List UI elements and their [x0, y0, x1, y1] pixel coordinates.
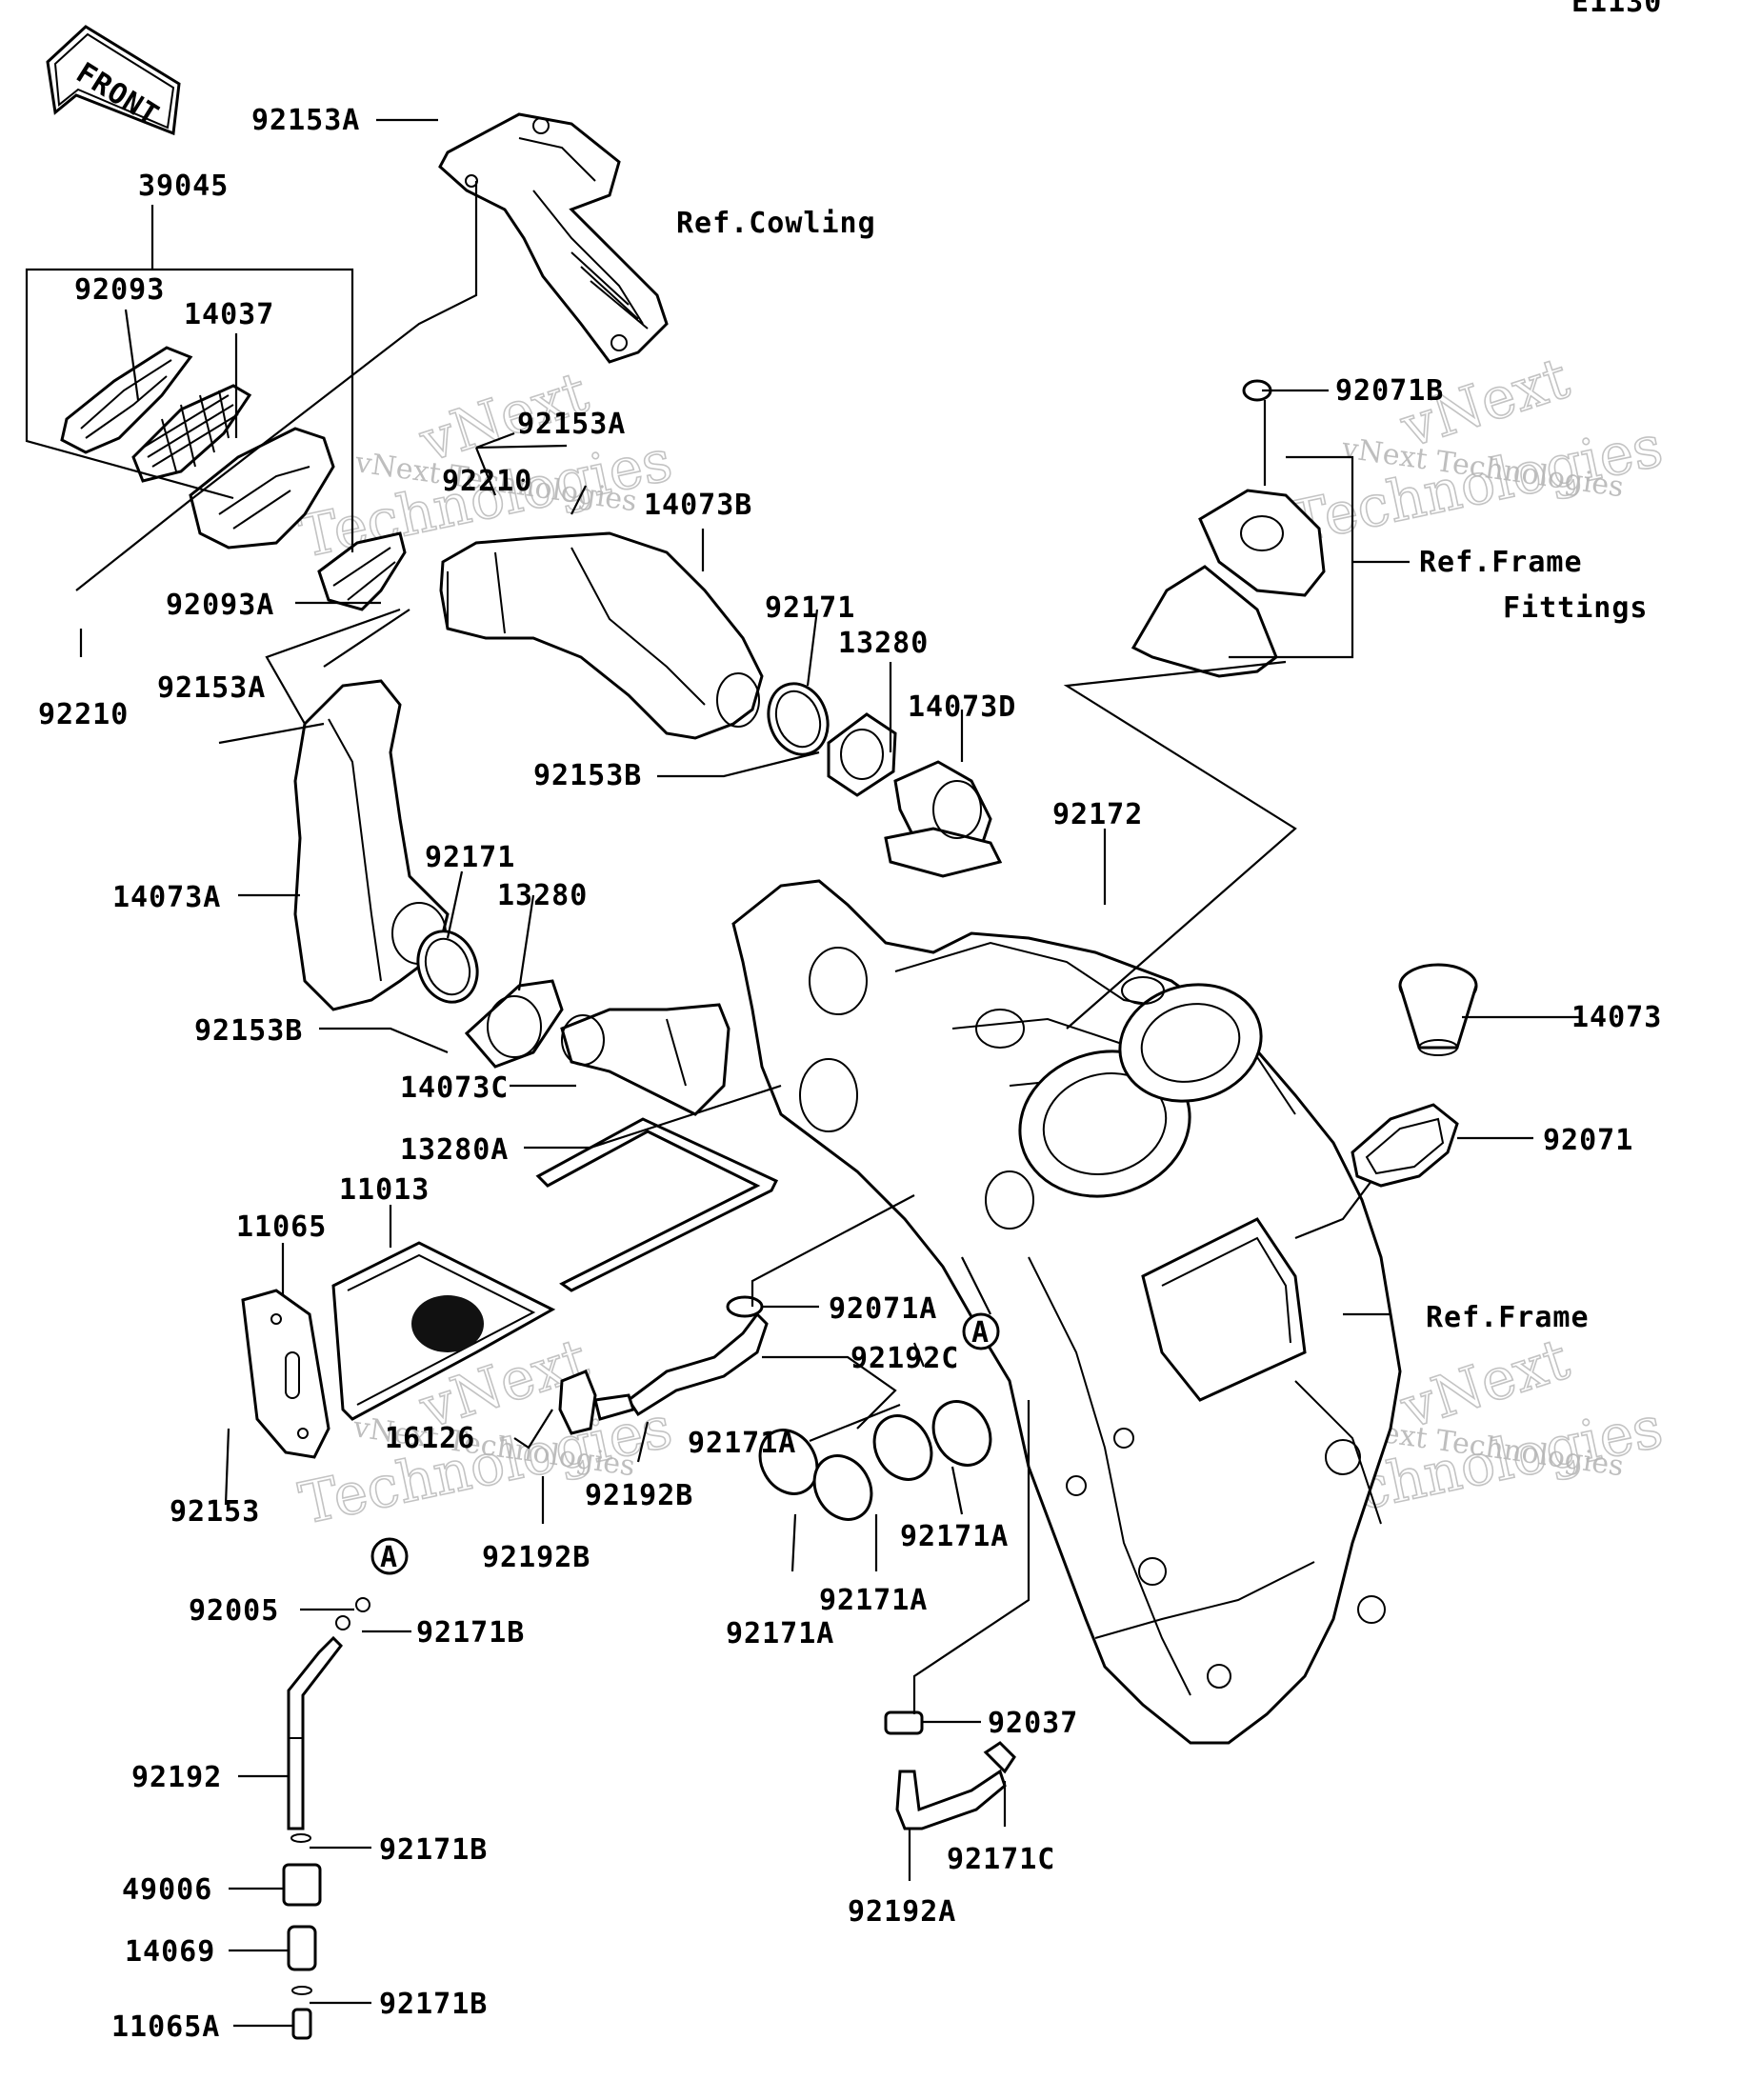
part-label: 92192A: [848, 1895, 956, 1929]
clamp-upper-92171: [767, 682, 830, 756]
part-label: 14073A: [112, 881, 221, 914]
svg-text:A: A: [380, 1541, 398, 1574]
intake-cover-assembly: [60, 346, 407, 611]
duct-14073B: [439, 531, 764, 740]
part-label: 39045: [138, 170, 229, 203]
part-label: 14073D: [908, 690, 1016, 724]
part-label: 92153B: [194, 1014, 303, 1048]
drain-assembly: [282, 1597, 370, 2040]
front-arrow-icon: FRONT: [46, 25, 181, 136]
part-label: 92071A: [829, 1292, 937, 1326]
part-label: 92093A: [166, 589, 274, 622]
part-label: 11065: [236, 1210, 327, 1244]
part-label: 92153: [170, 1495, 260, 1529]
part-label: 14073B: [644, 489, 752, 522]
part-label: 92171B: [379, 1988, 488, 2021]
grommet-92071: [1351, 1103, 1459, 1188]
part-label: 92171A: [900, 1520, 1009, 1553]
part-label: 92071: [1543, 1124, 1633, 1157]
part-label: 92153A: [157, 671, 266, 705]
duct-14073D: [884, 760, 1003, 878]
hose-92192C: [626, 1295, 769, 1417]
part-label: 92037: [988, 1707, 1078, 1740]
part-label: 11013: [339, 1173, 430, 1207]
part-label: 92172: [1052, 798, 1143, 831]
joint-16126: [558, 1370, 635, 1435]
ref-frame-label: Ref.Frame: [1426, 1301, 1590, 1334]
part-label: 92171B: [416, 1616, 525, 1650]
ref-frame-fittings-label-2: Fittings: [1503, 591, 1649, 625]
clamps-92171A: [758, 1400, 992, 1521]
part-label: 92171A: [726, 1617, 834, 1650]
duct-14073C: [560, 1003, 730, 1116]
callout-circle-a: A: [962, 1312, 1000, 1350]
part-label: 92153A: [517, 408, 626, 441]
ref-frame-fittings-label-1: Ref.Frame: [1419, 546, 1583, 579]
part-label: 92210: [38, 698, 129, 731]
leader-lines: [25, 118, 1581, 2028]
callout-circle-a-bottom: A: [370, 1537, 409, 1575]
air-filter-11013: [331, 1241, 556, 1421]
part-label: 14073: [1571, 1001, 1662, 1034]
part-label: 13280: [838, 627, 929, 660]
part-label: 92171A: [819, 1584, 928, 1617]
part-label: 13280: [497, 879, 588, 912]
hose-92192A: [884, 1710, 1016, 1830]
part-label: 14069: [125, 1935, 215, 1969]
part-label: 92071B: [1335, 374, 1444, 408]
svg-text:A: A: [971, 1316, 990, 1350]
part-labels: 92153A 39045 92093 14037 92153A 92210 14…: [38, 104, 1662, 2044]
diagram-code: E1130: [1571, 0, 1662, 19]
part-label: 11065A: [111, 2010, 220, 2044]
part-label: 92005: [189, 1594, 279, 1628]
main-frame: [731, 879, 1402, 1745]
part-label: 92171A: [688, 1427, 796, 1460]
part-label: 92153A: [251, 104, 360, 137]
part-label: 92192B: [585, 1479, 693, 1512]
part-label: 92210: [442, 465, 532, 498]
part-label: 92171: [425, 841, 515, 874]
cowling-bracket: [438, 112, 669, 364]
part-label: 14037: [184, 298, 274, 331]
part-label: 92093: [74, 273, 165, 307]
part-label: 16126: [385, 1422, 475, 1455]
gasket-frame-13280A: [535, 1117, 779, 1292]
frame-fitting-upper: [1131, 379, 1326, 678]
part-label: 49006: [122, 1873, 212, 1907]
part-label: 92171C: [947, 1843, 1055, 1876]
plate-11065: [241, 1289, 330, 1459]
ref-cowling-label: Ref.Cowling: [676, 207, 876, 240]
clamp-lower-92171: [416, 930, 479, 1004]
part-label: 92171B: [379, 1833, 488, 1867]
boot-14073: [1398, 963, 1478, 1056]
part-label: 92192C: [850, 1342, 959, 1375]
part-label: 92153B: [533, 759, 642, 792]
gasket-lower-13280: [464, 979, 564, 1069]
part-label: 14073C: [400, 1071, 509, 1105]
part-label: 92192: [131, 1761, 222, 1794]
part-label: 13280A: [400, 1133, 509, 1167]
gasket-upper-13280: [827, 712, 897, 797]
part-label: 92171: [765, 591, 855, 625]
part-label: 92192B: [482, 1541, 590, 1574]
